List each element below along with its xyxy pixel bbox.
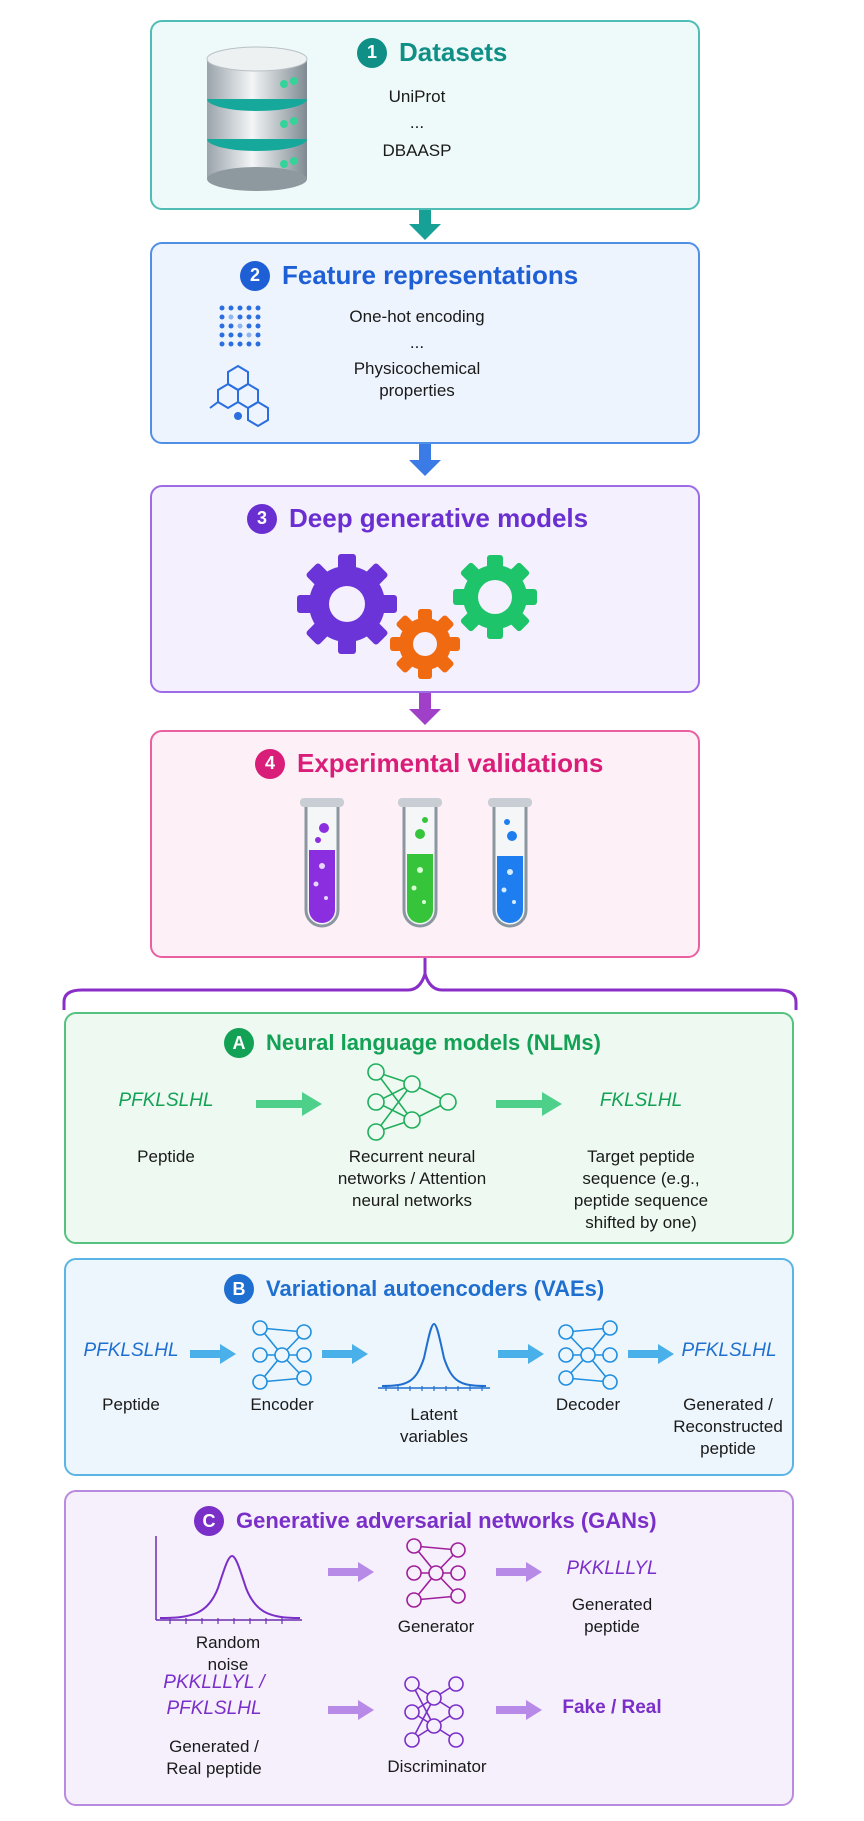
nlm-network-label: Recurrent neural networks / Attention ne… <box>337 1147 487 1210</box>
nlm-title: A Neural language models (NLMs) <box>224 1028 601 1058</box>
step-2-title-text: Feature representations <box>282 260 579 290</box>
arrow-right-icon <box>496 1700 542 1720</box>
vae-input-sequence: PFKLSLHL <box>83 1340 179 1361</box>
gan-generator-label: Generator <box>397 1617 475 1636</box>
matrix-icon <box>219 305 261 347</box>
gan-generated-sequence: PKKLLLYL <box>566 1558 658 1579</box>
gan-discriminator-input-sequence: PKKLLLYL / PFKLSLHL <box>163 1672 265 1719</box>
gaussian-curve-icon <box>378 1322 490 1391</box>
vae-decoder-label: Decoder <box>555 1395 621 1414</box>
arrow-right-icon <box>190 1344 236 1364</box>
encoder-icon <box>252 1320 312 1390</box>
test-tubes-icon <box>300 798 532 928</box>
bracket-connector <box>62 958 798 1010</box>
vae-output-sequence: PFKLSLHL <box>681 1340 777 1361</box>
step-1-title-text: Datasets <box>399 37 508 67</box>
nlm-badge: A <box>224 1028 254 1058</box>
step-2-badge: 2 <box>240 260 270 291</box>
vae-badge: B <box>224 1274 254 1304</box>
gan-discriminator-label: Discriminator <box>387 1757 487 1776</box>
generator-network-icon <box>406 1538 466 1608</box>
gan-noise-label: Random noise <box>195 1633 261 1674</box>
feature-ellipsis: ... <box>409 333 425 352</box>
feature-one-hot: One-hot encoding <box>349 307 485 326</box>
panel-validations: 4 Experimental validations <box>150 730 700 958</box>
panel-generative-models: 3 Deep generative models <box>150 485 700 693</box>
step-3-badge: 3 <box>247 503 277 534</box>
dataset-dbaasp: DBAASP <box>382 141 452 160</box>
arrow-down-icon <box>409 693 441 725</box>
step-4-title-text: Experimental validations <box>297 748 604 778</box>
vae-encoder-label: Encoder <box>250 1395 314 1414</box>
vae-output-label: Generated / Reconstructed peptide <box>673 1395 783 1458</box>
nlm-input-sequence: PFKLSLHL <box>118 1090 214 1111</box>
vae-latent-label: Latent variables <box>399 1405 469 1446</box>
arrow-right-icon <box>322 1344 368 1364</box>
arrow-down-icon <box>409 210 441 240</box>
nlm-output-label: Target peptide sequence (e.g., peptide s… <box>573 1147 709 1232</box>
step-3-title: 3 Deep generative models <box>247 503 588 534</box>
vae-title: B Variational autoencoders (VAEs) <box>224 1274 604 1304</box>
gan-title-text: Generative adversarial networks (GANs) <box>236 1508 657 1533</box>
nlm-title-text: Neural language models (NLMs) <box>266 1030 601 1055</box>
gan-generated-label: Generated peptide <box>571 1595 653 1636</box>
panel-datasets: 1 Datasets UniProt ... DBAASP <box>150 20 700 210</box>
nlm-output-sequence: FKLSLHL <box>599 1090 683 1111</box>
panel-vae: B Variational autoencoders (VAEs) PFKLSL… <box>64 1258 794 1476</box>
arrow-right-icon <box>496 1562 542 1582</box>
gan-discriminator-output: Fake / Real <box>562 1697 662 1718</box>
noise-distribution-icon <box>155 1536 302 1624</box>
discriminator-network-icon <box>404 1676 464 1748</box>
feature-physicochemical: Physicochemical properties <box>353 359 481 400</box>
gan-badge: C <box>194 1506 224 1536</box>
step-4-title: 4 Experimental validations <box>255 748 603 779</box>
step-4-badge: 4 <box>255 748 285 779</box>
step-1-badge: 1 <box>357 37 387 68</box>
nlm-input-label: Peptide <box>137 1147 195 1166</box>
dataset-ellipsis: ... <box>409 113 425 132</box>
step-1-title: 1 Datasets <box>357 37 507 68</box>
panel-nlm: A Neural language models (NLMs) PFKLSLHL… <box>64 1012 794 1244</box>
panel-features: 2 Feature representations One-hot encodi… <box>150 242 700 444</box>
arrow-right-icon <box>256 1092 322 1116</box>
step-3-title-text: Deep generative models <box>289 503 589 533</box>
arrow-right-icon <box>328 1700 374 1720</box>
gan-discriminator-input-label: Generated / Real peptide <box>166 1737 262 1778</box>
vae-title-text: Variational autoencoders (VAEs) <box>266 1276 605 1301</box>
arrow-right-icon <box>496 1092 562 1116</box>
arrow-right-icon <box>628 1344 674 1364</box>
arrow-right-icon <box>328 1562 374 1582</box>
molecule-icon <box>209 364 269 428</box>
dataset-uniprot: UniProt <box>388 87 446 106</box>
vae-input-label: Peptide <box>102 1395 160 1414</box>
arrow-down-icon <box>409 444 441 476</box>
arrow-right-icon <box>498 1344 544 1364</box>
step-2-title: 2 Feature representations <box>240 260 578 291</box>
decoder-icon <box>558 1320 618 1390</box>
neural-network-icon <box>367 1063 457 1141</box>
database-icon <box>206 46 308 191</box>
gears-icon <box>297 554 537 679</box>
panel-gan: C Generative adversarial networks (GANs)… <box>64 1490 794 1806</box>
gan-title: C Generative adversarial networks (GANs) <box>194 1506 657 1536</box>
